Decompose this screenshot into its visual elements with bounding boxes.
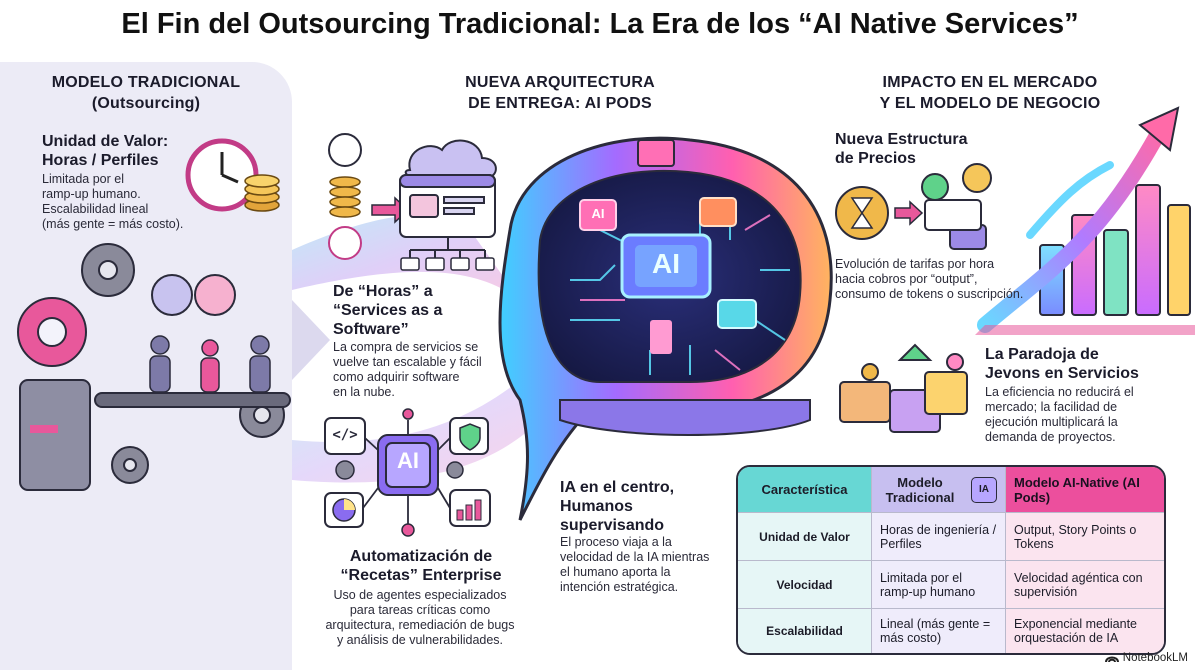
text-line: y análisis de vulnerabilidades. [336,633,504,647]
text-line: Uso de agentes especializados [333,588,507,602]
title-line: La Paradoja de [985,346,1099,363]
table-cell: Velocidad agéntica con supervisión [1006,561,1164,609]
automation-title: Automatización de “Recetas” Enterprise [316,547,526,585]
text-line: como adquirir software [333,370,460,384]
text-line: La compra de servicios se [333,340,479,354]
saas-title: De “Horas” a “Services as a Software” [333,282,442,339]
clock-icon [328,133,362,260]
pricing-title: Nueva Estructura de Precios [835,130,968,168]
heading-line: DE ENTREGA: AI PODS [468,95,652,112]
text-line: en la nube. [333,385,395,399]
title-line: De “Horas” a [333,283,433,300]
title-line: Jevons en Servicios [985,365,1139,382]
org-tree [409,237,486,258]
title-line: “Services as a [333,302,443,319]
table-header-label: Modelo Tradicional [885,474,955,505]
small-chip-label: AI [591,206,605,221]
title-line: Software” [333,321,409,338]
page-title: El Fin del Outsourcing Tradicional: La E… [121,8,1079,40]
conveyor-belt [19,379,291,491]
unit-value-title: Unidad de Valor: Horas / Perfiles [42,132,168,170]
notebooklm-icon [1104,656,1119,663]
text-line: para tareas críticas como [349,603,491,617]
avatar [151,274,236,316]
title-line: Horas / Perfiles [42,152,159,169]
coin-stack-icon [329,176,361,218]
brand-logo: NotebookLM [1104,652,1188,664]
dollar-coin-icon [962,163,992,193]
browser-window-icon [399,174,496,238]
ai-chip-label: AI [652,248,680,279]
gear-icon [81,243,285,484]
automation-text: Uso de agentes especializados para tarea… [300,588,540,648]
gear-icon [17,297,87,367]
heading-line: (Outsourcing) [91,95,201,112]
table-cell: Velocidad [738,561,872,609]
title-line: Automatización de [349,548,493,565]
ai-center-title: IA en el centro, Humanos supervisando [560,478,674,535]
code-icon [324,417,366,455]
brand-name: NotebookLM [1122,652,1188,664]
text-line: velocidad de la IA mientras [560,550,710,564]
heading-line: IMPACTO EN EL MERCADO [882,74,1098,91]
title-line: “Recetas” Enterprise [340,567,502,584]
text-line: vuelve tan escalable y fácil [333,355,482,369]
title-line: IA en el centro, [560,479,675,496]
ai-center-text: El proceso viaja a la velocidad de la IA… [560,535,709,595]
text-line: mercado; la facilidad de [985,400,1118,414]
table-cell: Horas de ingeniería / Perfiles [872,513,1006,561]
text-line: consumo de tokens o suscripción. [835,287,1024,301]
table-cell: Exponencial mediante orquestación de IA [1006,609,1164,653]
title-line: Unidad de Valor: [42,133,169,150]
table-cell: Escalabilidad [738,609,872,653]
title-line: Humanos [560,498,633,515]
table-header: Modelo Tradicional IA [872,467,1006,513]
title-line: de Precios [835,150,916,167]
jevons-title: La Paradoja de Jevons en Servicios [985,345,1139,383]
text-line: La eficiencia no reducirá el [985,385,1134,399]
saas-text: La compra de servicios se vuelve tan esc… [333,340,482,400]
table-header: Característica [738,467,872,513]
coin-stack-icon [244,174,280,212]
table-cell: Output, Story Points o Tokens [1006,513,1164,561]
text-line: arquitectura, remediación de bugs [325,618,515,632]
jevons-text: La eficiencia no reducirá el mercado; la… [985,385,1134,445]
title-line: supervisando [560,517,665,534]
unit-value-text: Limitada por el ramp-up humano. Escalabi… [42,172,183,232]
market-impact-heading: IMPACTO EN EL MERCADO Y EL MODELO DE NEG… [820,72,1160,114]
pricing-text: Evolución de tarifas por hora hacia cobr… [835,257,1023,302]
recipe-chip-label: AI [397,448,419,473]
heading-line: MODELO TRADICIONAL [51,74,241,91]
table-cell: Limitada por el ramp-up humano [872,561,1006,609]
heading-line: Y EL MODELO DE NEGOCIO [879,95,1101,112]
worker-figures [149,335,271,393]
text-line: El proceso viaja a la [560,535,672,549]
text-line: intención estratégica. [560,580,679,594]
text-line: ramp-up humano. [42,187,141,201]
checkmark-icon [921,173,949,201]
new-architecture-heading: NUEVA ARQUITECTURA DE ENTREGA: AI PODS [410,72,710,114]
comparison-table: Característica Modelo Tradicional IA Mod… [736,465,1166,655]
code-icon-label: </> [332,427,358,443]
text-line: el humano aporta la [560,565,671,579]
table-cell: Lineal (más gente = más costo) [872,609,1006,653]
table-header: Modelo AI-Native (AI Pods) [1006,467,1164,513]
text-line: ejecución multiplicará la [985,415,1118,429]
cloud-icon [404,139,497,179]
heading-line: NUEVA ARQUITECTURA [465,74,655,91]
text-line: (más gente = más costo). [42,217,184,231]
text-line: Limitada por el [42,172,124,186]
text-line: hacia cobros por “output”, [835,272,978,286]
demand-boxes [839,343,968,433]
ai-chip-icon: IA [971,476,997,503]
text-line: demanda de proyectos. [985,430,1116,444]
title-line: Nueva Estructura [835,131,968,148]
clock-icon [185,138,259,212]
traditional-model-heading: MODELO TRADICIONAL (Outsourcing) [20,72,272,114]
table-cell: Unidad de Valor [738,513,872,561]
text-line: Escalabilidad lineal [42,202,149,216]
text-line: Evolución de tarifas por hora [835,257,995,271]
